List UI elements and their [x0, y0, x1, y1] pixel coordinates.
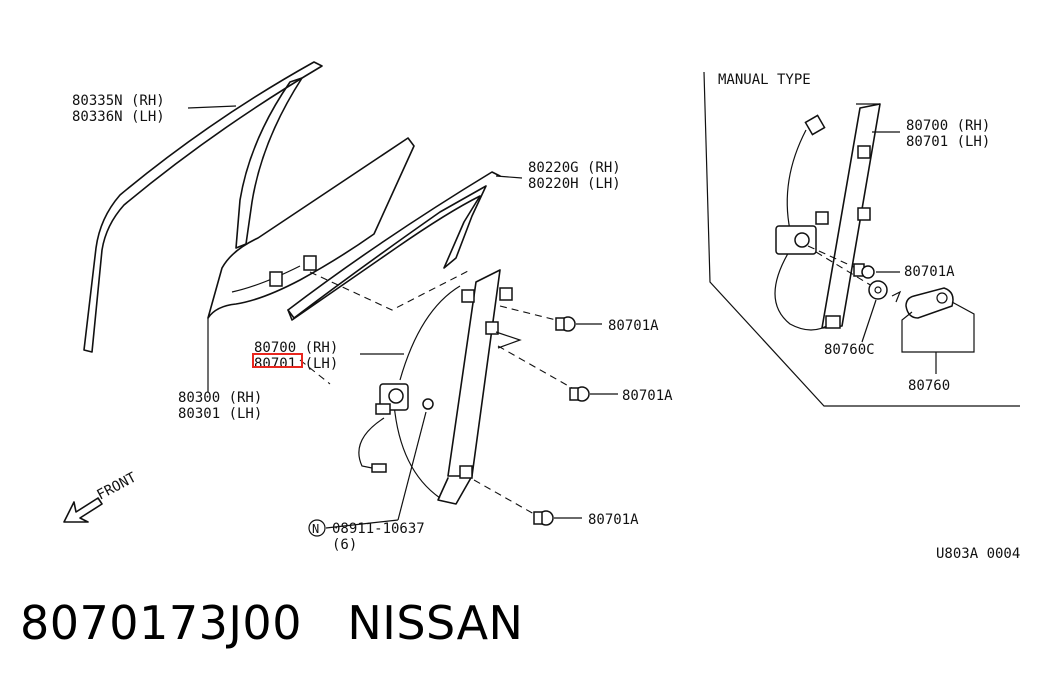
door-moulding[interactable] — [83, 61, 323, 353]
manual-regulator[interactable] — [774, 103, 881, 331]
label-regulator-lh: 80701 (LH) — [254, 356, 338, 372]
label-nut: 08911-10637 — [332, 521, 425, 537]
assembly-guide-2 — [299, 359, 331, 385]
label-bolt-lower: 80701A — [588, 512, 639, 528]
caption-part-number: 8070173J00 — [20, 596, 302, 650]
caption-brand: NISSAN — [347, 596, 524, 650]
bolt-upper[interactable] — [499, 305, 576, 332]
label-moulding-lh: 80336N (LH) — [72, 109, 165, 125]
manual-handle[interactable] — [891, 287, 975, 374]
inset-border — [703, 71, 1020, 407]
part-caption: 8070173J00 NISSAN — [20, 596, 523, 650]
regulator-motor[interactable] — [358, 383, 409, 473]
leader-lines — [187, 105, 618, 529]
manual-gear-box[interactable] — [775, 225, 817, 255]
label-front: FRONT — [94, 469, 139, 503]
nut-symbol: N — [312, 522, 319, 536]
bolt-lower[interactable] — [473, 479, 554, 526]
manual-label-bolt: 80701A — [904, 264, 955, 280]
manual-label-handle: 80760 — [908, 378, 950, 394]
label-moulding-rh: 80335N (RH) — [72, 93, 165, 109]
nut-part[interactable] — [397, 398, 434, 521]
door-glass[interactable] — [207, 137, 415, 319]
label-sash-rh: 80220G (RH) — [528, 160, 621, 176]
front-arrow-icon — [63, 497, 103, 523]
label-nut-qty: (6) — [332, 537, 357, 553]
label-bolt-upper: 80701A — [608, 318, 659, 334]
label-sash-lh: 80220H (LH) — [528, 176, 621, 192]
nut-symbol-circle — [308, 519, 326, 537]
power-window-regulator[interactable] — [393, 269, 522, 505]
manual-washer[interactable] — [815, 251, 888, 343]
manual-label-washer: 80760C — [824, 342, 875, 358]
highlight-box[interactable] — [252, 353, 303, 368]
manual-type-title: MANUAL TYPE — [718, 72, 811, 88]
label-glass-lh: 80301 (LH) — [178, 406, 262, 422]
assembly-guide — [309, 269, 471, 311]
label-glass-rh: 80300 (RH) — [178, 390, 262, 406]
door-sash[interactable] — [287, 171, 501, 321]
manual-label-regulator-rh: 80700 (RH) — [906, 118, 990, 134]
label-regulator-rh: 80700 (RH) — [254, 340, 338, 356]
manual-bolt[interactable] — [807, 245, 875, 279]
figure-code: U803A 0004 — [936, 546, 1020, 562]
label-bolt-middle: 80701A — [622, 388, 673, 404]
manual-label-regulator-lh: 80701 (LH) — [906, 134, 990, 150]
bolt-middle[interactable] — [497, 345, 590, 402]
